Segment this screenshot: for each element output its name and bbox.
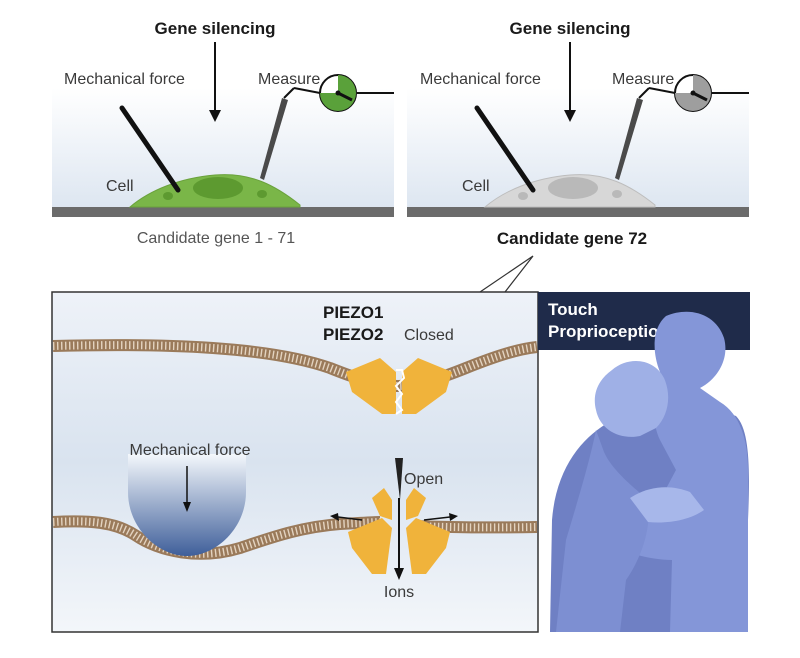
measure-label: Measure xyxy=(258,71,320,88)
sense-line-2: Proprioception xyxy=(548,322,669,341)
ions-label: Ions xyxy=(384,584,414,601)
arrow-head xyxy=(394,568,404,580)
cell-nucleus xyxy=(193,177,243,199)
detail-panel: PIEZO1 PIEZO2 Closed Open Ions Mechanica… xyxy=(51,291,539,633)
cell-nucleus xyxy=(548,177,598,199)
closed-label: Closed xyxy=(404,327,454,344)
cell-label: Cell xyxy=(462,178,490,195)
open-label: Open xyxy=(404,471,443,488)
channel-name-1: PIEZO1 xyxy=(323,303,383,322)
callout-pointer xyxy=(479,255,534,293)
force-label: Mechanical force xyxy=(130,442,251,459)
gauge-icon xyxy=(674,74,712,112)
organelle xyxy=(257,190,267,198)
stretch-arrow-left xyxy=(337,516,363,521)
arrow-head xyxy=(330,513,339,521)
electrode xyxy=(615,98,643,180)
heading: Gene silencing xyxy=(510,19,631,38)
caption: Candidate gene 1 - 71 xyxy=(137,230,295,247)
measure-label: Measure xyxy=(612,71,674,88)
arrow-head xyxy=(449,513,458,521)
electrode-wire xyxy=(638,87,650,99)
electrode-wire xyxy=(293,87,321,94)
electrode-wire xyxy=(283,87,295,99)
sense-panel: Touch Proprioception xyxy=(538,292,750,632)
sense-line-1: Touch xyxy=(548,300,598,319)
top-panel-left: Gene silencing Mechanical force Measure … xyxy=(52,19,394,247)
force-probe xyxy=(474,105,536,193)
substrate xyxy=(407,207,749,217)
heading: Gene silencing xyxy=(155,19,276,38)
force-label: Mechanical force xyxy=(420,71,541,88)
ion-funnel xyxy=(395,458,403,500)
organelle xyxy=(612,190,622,198)
hugging-people-illustration xyxy=(550,311,749,632)
piezo-channel-open xyxy=(348,488,450,574)
force-probe xyxy=(119,105,181,193)
arrow-head xyxy=(564,110,576,122)
cell-label: Cell xyxy=(106,178,134,195)
electrode-wire xyxy=(648,87,676,94)
stretch-arrow-right xyxy=(423,516,451,521)
substrate xyxy=(52,207,394,217)
organelle xyxy=(518,192,528,200)
piezo-channel-closed xyxy=(346,358,452,415)
top-panel-right: Gene silencing Mechanical force Measure … xyxy=(407,19,749,248)
arrow-head xyxy=(183,502,191,512)
arrow-head xyxy=(209,110,221,122)
gauge-icon xyxy=(319,74,357,112)
organelle xyxy=(163,192,173,200)
electrode xyxy=(260,98,288,180)
force-label: Mechanical force xyxy=(64,71,185,88)
channel-name-2: PIEZO2 xyxy=(323,325,383,344)
caption: Candidate gene 72 xyxy=(497,229,647,248)
